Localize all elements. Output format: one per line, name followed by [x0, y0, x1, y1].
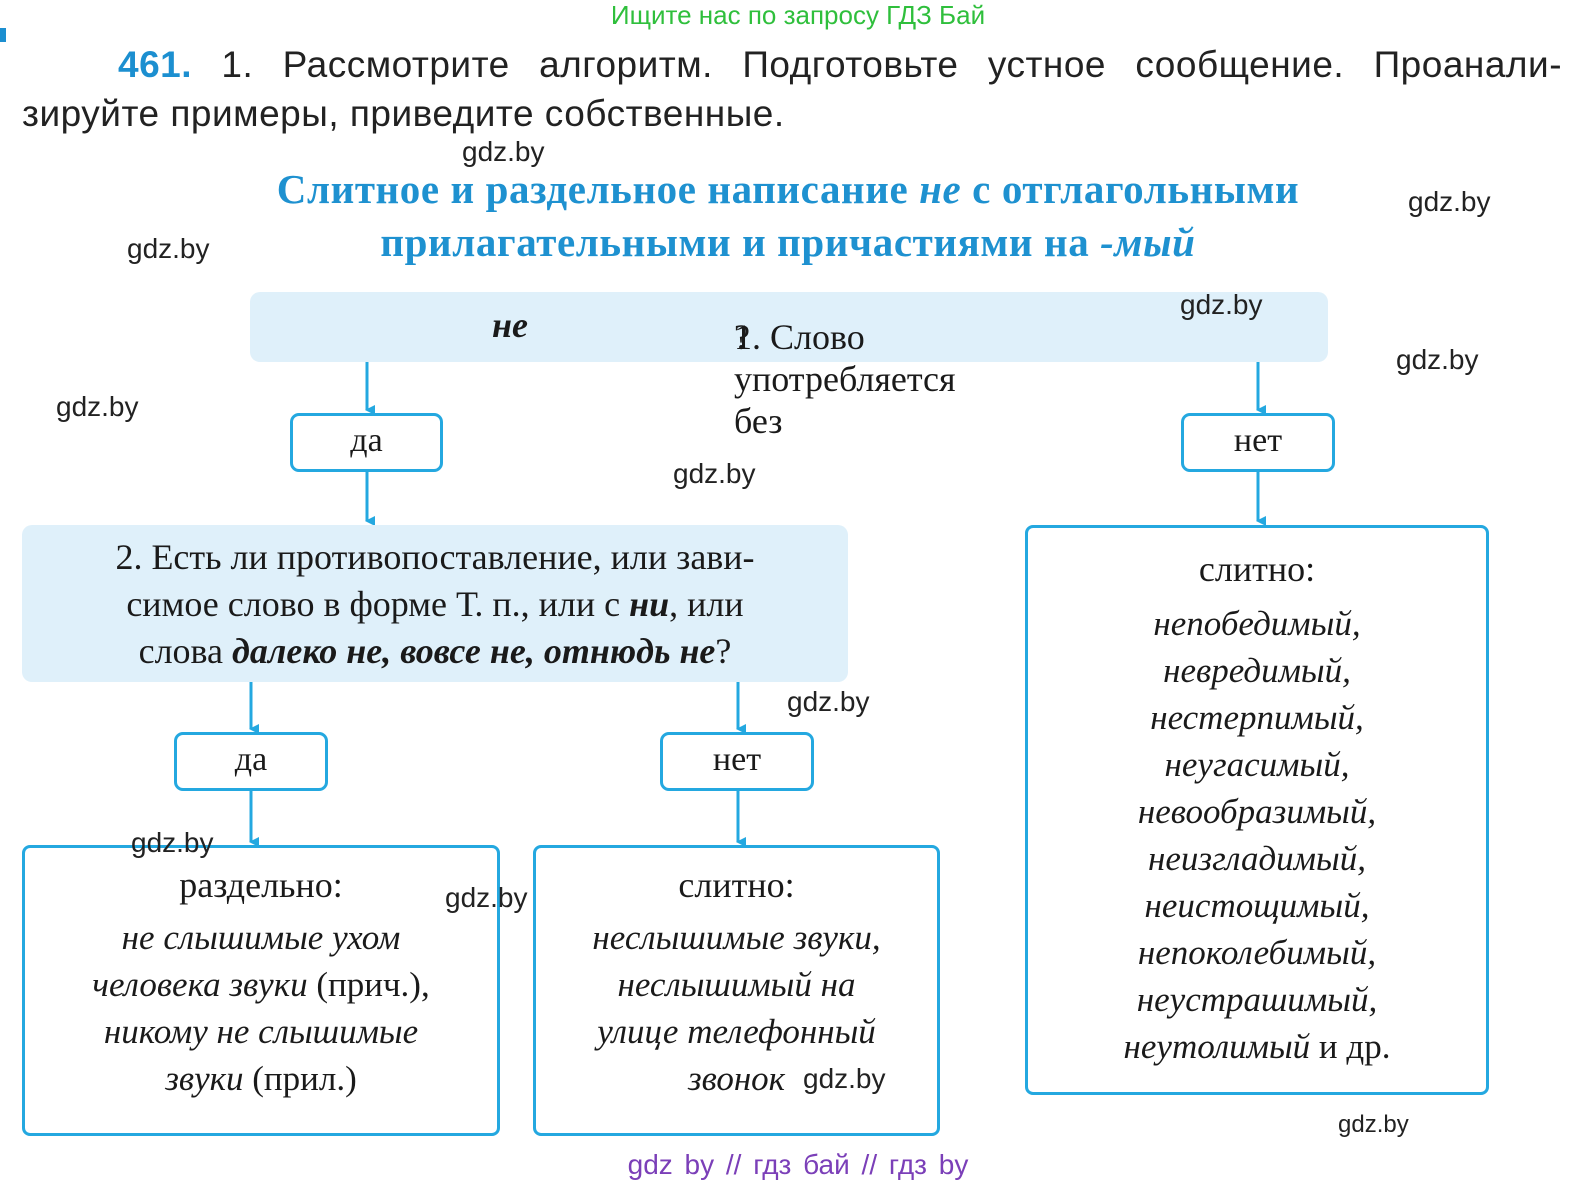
sep-example-2: человека звуки (прич.),: [25, 961, 497, 1008]
watermark: gdz.by: [787, 686, 870, 717]
q2-line2-a: симое слово в форме Т. п., или с: [126, 584, 630, 624]
footer-links[interactable]: gdz by // гдз бай // гдз by: [627, 1149, 969, 1180]
watermark: gdz.by: [1338, 1111, 1409, 1138]
right-example: невообразимый,: [1137, 792, 1377, 831]
title-italic-1: не: [919, 166, 962, 212]
sep-example-2a: человека звуки: [92, 965, 308, 1004]
right-example-last-b: и др.: [1310, 1027, 1391, 1066]
question-2-box: 2. Есть ли противопоставление, или зави-…: [22, 525, 848, 682]
mid-example-2: неслышимый на: [617, 965, 856, 1004]
q2-line2-c: , или: [669, 584, 744, 624]
result-separate-box: раздельно: не слышимые ухом человека зву…: [22, 845, 500, 1136]
sep-example-2b: (прич.),: [307, 965, 430, 1004]
question-1-main: 1. Слово употребляется без: [734, 317, 956, 441]
question-2-line-1: 2. Есть ли противопоставление, или зави-: [115, 537, 755, 577]
question-2-line-2: симое слово в форме Т. п., или с ни, или: [22, 581, 848, 628]
sep-example-4a: звуки: [165, 1059, 244, 1098]
result-joint-right-box: слитно: непобедимый, невредимый, нестерп…: [1025, 525, 1489, 1095]
question-1-box: 1. Слово употребляется без не?: [250, 292, 1328, 441]
q2-line3-b: далеко не, вовсе не, отнюдь не: [232, 631, 716, 671]
top-banner[interactable]: Ищите нас по запросу ГДЗ Бай: [610, 0, 986, 30]
algorithm-title: Слитное и раздельное написание не с отгл…: [150, 163, 1426, 269]
right-example: неугасимый,: [1164, 745, 1350, 784]
watermark: gdz.by: [445, 882, 528, 913]
right-example-last-a: неутолимый: [1123, 1027, 1311, 1066]
sep-example-1: не слышимые ухом: [121, 918, 401, 957]
title-line-1: Слитное и раздельное написание не с отгл…: [150, 163, 1426, 216]
q2-line2-b: ни: [629, 584, 670, 624]
watermark: gdz.by: [462, 136, 545, 167]
result-joint-mid-head: слитно:: [678, 865, 795, 905]
mid-example-4: звонок: [687, 1059, 786, 1098]
title-line-2: прилагательными и причастиями на -мый: [150, 216, 1426, 269]
watermark: gdz.by: [56, 391, 139, 422]
q2-line3-a: слова: [138, 631, 233, 671]
q2-line3-c: ?: [715, 631, 732, 671]
question-2-line-3: слова далеко не, вовсе не, отнюдь не?: [22, 628, 848, 675]
right-example: нестерпимый,: [1150, 698, 1364, 737]
sep-example-4b: (прил.): [243, 1059, 357, 1098]
title-italic-2: -мый: [1100, 219, 1196, 265]
result-joint-mid-box: слитно: неслышимые звуки, неслышимый на …: [533, 845, 940, 1136]
task-line-1: 461. 1. Рассмотрите алгоритм. Подготовьт…: [22, 40, 1562, 89]
result-joint-right-head: слитно:: [1198, 549, 1316, 589]
watermark: gdz.by: [1408, 186, 1491, 217]
result-joint-mid-examples: неслышимые звуки, неслышимый на улице те…: [536, 914, 937, 1102]
mid-example-3: улице телефонный: [597, 1012, 876, 1051]
result-separate-examples: не слышимые ухом человека звуки (прич.),…: [25, 914, 497, 1102]
mid-example-1: неслышимые звуки,: [592, 918, 881, 957]
right-example: неистощимый,: [1144, 886, 1370, 925]
watermark: gdz.by: [1180, 289, 1263, 320]
margin-marker: [0, 28, 6, 42]
right-example: непобедимый,: [1153, 604, 1361, 643]
q1-no-box: нет: [1181, 413, 1335, 472]
title-part-1: Слитное и раздельное написание: [276, 166, 920, 212]
result-separate-head: раздельно:: [179, 865, 343, 905]
right-example: неизгладимый,: [1148, 839, 1366, 878]
sep-example-3: никому не слышимые: [103, 1012, 419, 1051]
question-1-text: 1. Слово употребляется без не?: [492, 304, 956, 441]
q1-yes-box: да: [290, 413, 443, 472]
task-line-1-text: 1. Рассмотрите алгоритм. Подготовьте уст…: [221, 44, 1563, 85]
question-1-emph: не: [492, 305, 528, 345]
right-example: непоколебимый,: [1137, 933, 1377, 972]
q2-no-box: нет: [660, 732, 814, 791]
watermark: gdz.by: [803, 1063, 886, 1094]
title-part-3: прилагательными и причастиями на: [380, 219, 1101, 265]
right-example-last: неутолимый и др.: [1028, 1023, 1486, 1070]
task-text: 461. 1. Рассмотрите алгоритм. Подготовьт…: [22, 40, 1562, 138]
sep-example-4: звуки (прил.): [25, 1055, 497, 1102]
watermark: gdz.by: [673, 458, 756, 489]
watermark: gdz.by: [127, 233, 210, 264]
right-example: неустрашимый,: [1136, 980, 1378, 1019]
task-number: 461.: [118, 44, 193, 85]
watermark: gdz.by: [131, 827, 214, 858]
q2-yes-box: да: [174, 732, 328, 791]
question-1-end: ?: [734, 317, 750, 357]
task-line-2: зируйте примеры, приведите собственные.: [22, 93, 785, 134]
watermark: gdz.by: [1396, 344, 1479, 375]
result-joint-right-examples: непобедимый, невредимый, нестерпимый, не…: [1028, 600, 1486, 1070]
right-example: невредимый,: [1163, 651, 1351, 690]
title-part-2: с отглагольными: [961, 166, 1300, 212]
